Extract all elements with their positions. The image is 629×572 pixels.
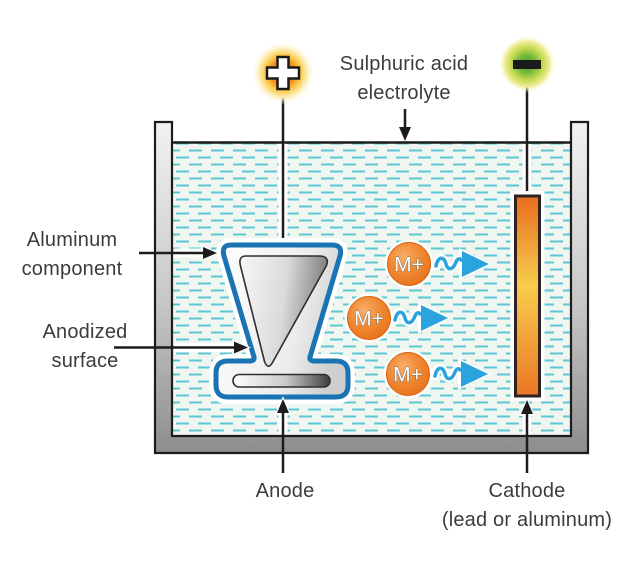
ion-arrowhead (462, 251, 489, 277)
aluminum-component (209, 238, 355, 404)
label-electrolyte: Sulphuric acid electrolyte (314, 50, 494, 108)
label-cathode-line2: (lead or aluminum) (441, 509, 613, 531)
tank (153, 120, 590, 455)
label-anodized-line2: surface (51, 350, 119, 372)
ion-squiggle (434, 256, 463, 271)
ion-circle (347, 296, 391, 340)
label-anode-text: Anode (255, 480, 315, 502)
cathode-arrowhead (521, 400, 533, 414)
anodized-surface-arrowhead (234, 341, 248, 354)
label-electrolyte-line1: Sulphuric acid (339, 53, 469, 75)
ion-squiggle (393, 310, 422, 325)
label-aluminum-line1: Aluminum (26, 229, 118, 251)
label-anodized-surface: Anodized surface (13, 318, 157, 376)
ion-circle (387, 242, 431, 286)
ion-label: M+ (394, 254, 424, 277)
ion-arrowhead (461, 361, 488, 387)
label-electrolyte-line2: electrolyte (357, 82, 451, 104)
annotation-arrows (114, 109, 535, 473)
ion-label: M+ (354, 308, 384, 331)
cathode-bar (514, 194, 541, 398)
ion-arrowhead (421, 305, 448, 331)
ion-group-1: M+ (384, 239, 492, 289)
ion-squiggle (433, 366, 462, 381)
plus-icon (265, 55, 301, 91)
electrolyte-arrowhead (399, 127, 411, 141)
anode-arrowhead (277, 399, 289, 413)
minus-icon (513, 60, 541, 69)
label-cathode-line1: Cathode (488, 480, 566, 502)
label-cathode: Cathode (lead or aluminum) (417, 477, 629, 535)
ion-group-3: M+ (383, 349, 491, 399)
component-base-slot (232, 373, 331, 388)
label-aluminum-component: Aluminum component (0, 226, 144, 284)
ion-group-2: M+ (344, 293, 451, 343)
ion-circle (386, 352, 430, 396)
aluminum-component-arrowhead (203, 247, 217, 259)
label-anode: Anode (235, 477, 335, 506)
label-aluminum-line2: component (21, 258, 123, 280)
label-anodized-line1: Anodized (42, 321, 128, 343)
component-cone (239, 255, 329, 368)
ion-label: M+ (393, 364, 423, 387)
